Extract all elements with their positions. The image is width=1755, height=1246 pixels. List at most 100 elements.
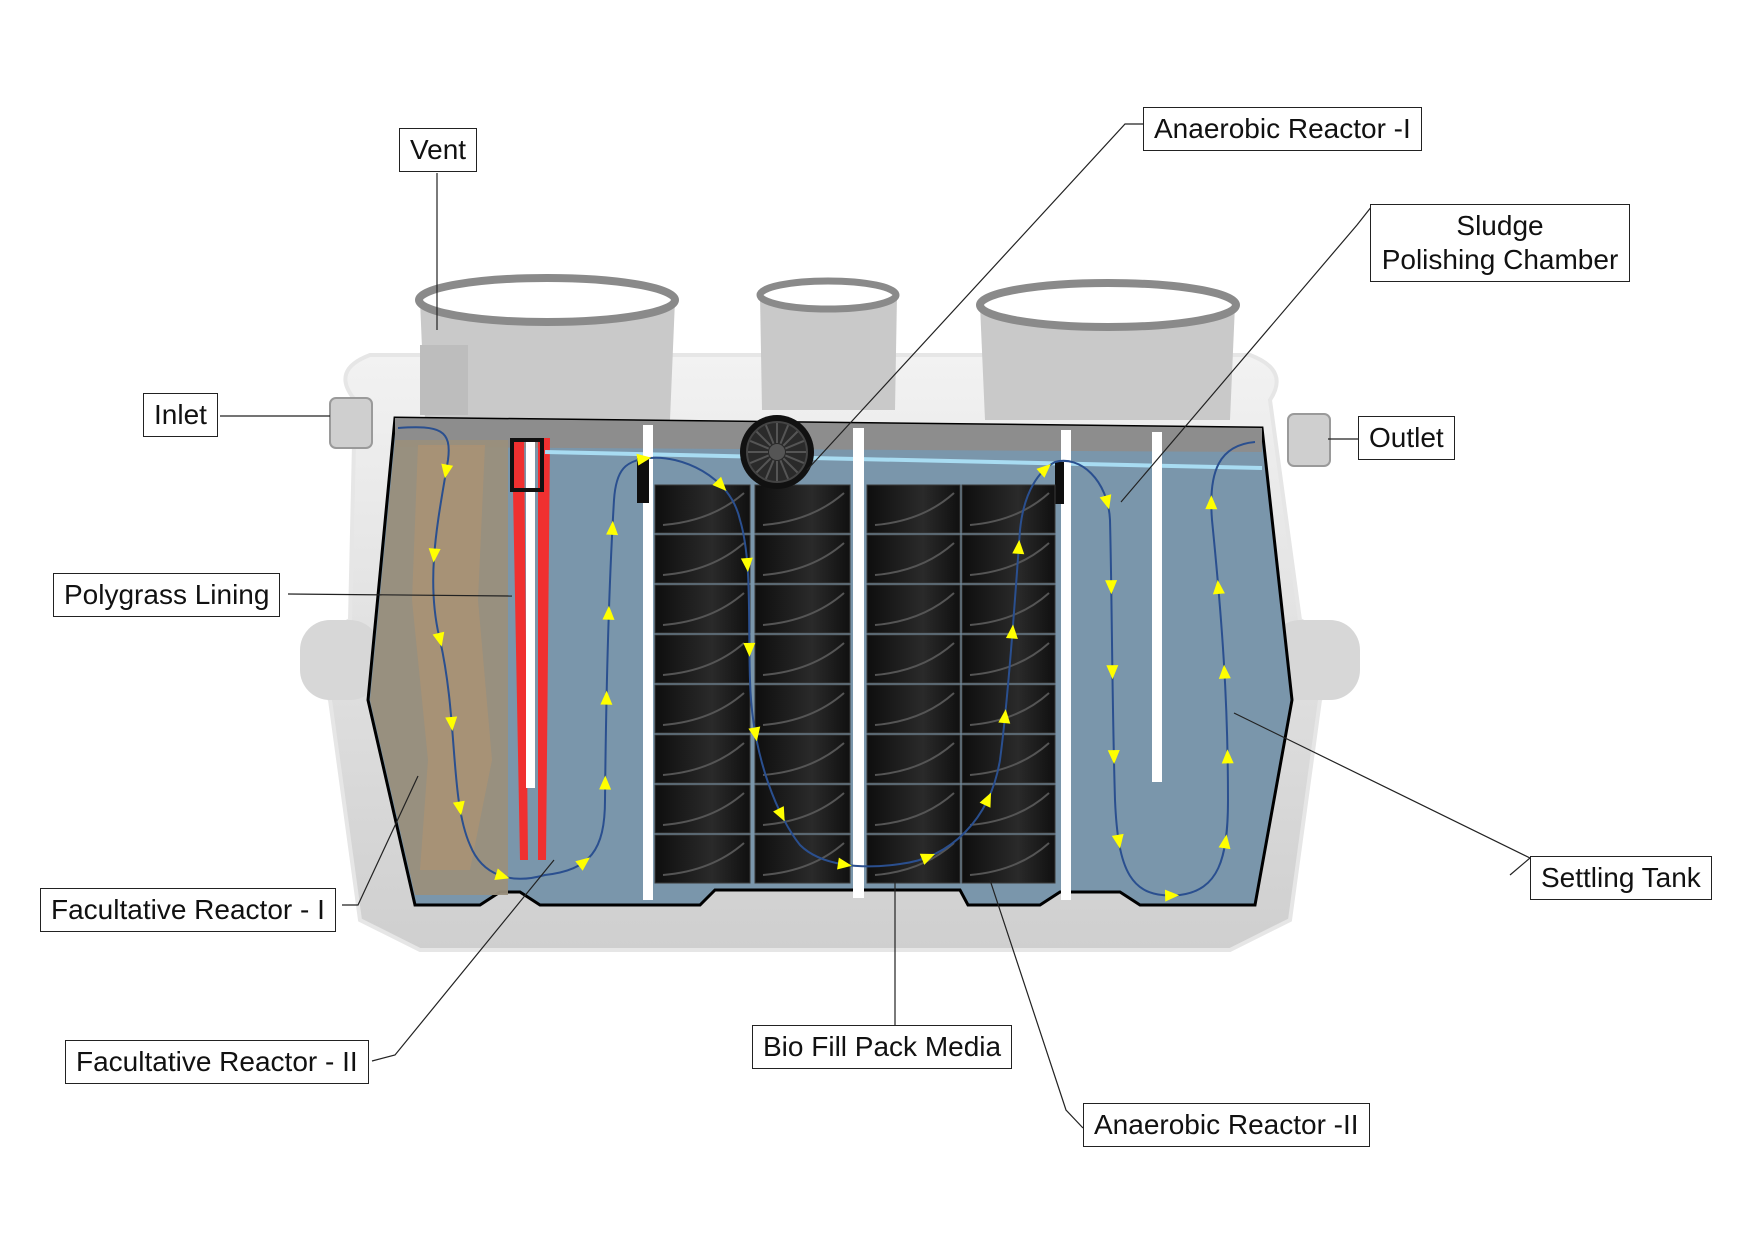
media-pack-cell	[754, 734, 851, 784]
flow-arrow-icon	[1212, 579, 1225, 595]
media-pack-cell	[654, 684, 751, 734]
media-pack-cell	[754, 534, 851, 584]
media-pack-cell	[866, 684, 961, 734]
label-sludge-polishing-chamber: Sludge Polishing Chamber	[1370, 204, 1630, 282]
leader-lines	[220, 123, 1532, 1129]
media-pack-cell	[961, 834, 1056, 884]
media-pack-cell	[961, 684, 1056, 734]
flow-arrow-icon	[575, 857, 591, 871]
flow-arrow-icon	[494, 868, 510, 881]
media-pack-cell	[654, 734, 751, 784]
flow-arrow-icon	[1218, 834, 1231, 850]
outlet-pipe	[1287, 413, 1331, 467]
flow-arrow-icon	[428, 548, 441, 563]
label-sludge-line-1: Sludge	[1456, 210, 1544, 241]
media-pack-cell	[961, 784, 1056, 834]
flow-arrow-icon	[432, 631, 445, 647]
media-pack-cell	[961, 584, 1056, 634]
media-pack-cell	[654, 634, 751, 684]
media-pack-cell	[754, 784, 851, 834]
fan-spoke	[784, 439, 805, 450]
flow-arrow-icon	[441, 463, 454, 479]
flow-arrow-icon	[1164, 889, 1180, 902]
media-pack-cell	[654, 484, 751, 534]
flow-arrow-icon	[1036, 463, 1051, 478]
fan-icon	[740, 415, 814, 489]
inlet-pipe	[329, 397, 373, 449]
flow-arrow-icon	[1221, 749, 1234, 764]
fan-spoke	[782, 430, 799, 447]
flow-arrow-icon	[636, 453, 652, 466]
flow-arrow-icon	[606, 520, 619, 536]
water-surface	[544, 450, 1263, 470]
flow-arrow-icon	[1106, 665, 1119, 680]
label-bio-fill-pack-media: Bio Fill Pack Media	[752, 1025, 1013, 1069]
media-pack-cell	[866, 784, 961, 834]
flow-arrow-icon	[452, 800, 465, 816]
media-pack-cell	[654, 534, 751, 584]
media-pack-cell	[866, 634, 961, 684]
fan-spoke	[764, 424, 775, 445]
fan-spoke	[755, 430, 772, 447]
fan-spoke	[749, 454, 770, 465]
media-pack-cell	[754, 834, 851, 884]
flow-arrows	[428, 453, 1234, 902]
label-vent: Vent	[399, 128, 478, 172]
flow-arrow-icon	[773, 806, 785, 822]
label-facultative-reactor-1: Facultative Reactor - I	[40, 888, 336, 932]
flow-arrow-icon	[1107, 749, 1120, 765]
media-pack-cell	[754, 684, 851, 734]
fan-spoke	[755, 457, 772, 474]
flow-arrow-icon	[1005, 624, 1018, 639]
flow-arrow-icon	[979, 792, 992, 808]
flow-path-line	[397, 426, 1256, 897]
media-pack-cell	[866, 534, 961, 584]
label-inlet: Inlet	[143, 393, 218, 437]
flow-arrow-icon	[600, 690, 613, 705]
flow-arrow-icon	[998, 709, 1011, 724]
media-pack-cell	[866, 734, 961, 784]
label-sludge-line-2: Polishing Chamber	[1381, 244, 1619, 275]
fan-spoke	[784, 454, 805, 465]
flow-arrow-icon	[599, 775, 612, 790]
label-anaerobic-reactor-2: Anaerobic Reactor -II	[1083, 1103, 1370, 1147]
flow-arrow-icon	[1012, 539, 1025, 555]
media-pack-cell	[654, 834, 751, 884]
media-pack-cell	[961, 734, 1056, 784]
label-anaerobic-reactor-1: Anaerobic Reactor -I	[1143, 107, 1422, 151]
flow-arrow-icon	[740, 557, 753, 572]
fan-spoke	[764, 459, 775, 480]
fan-spoke	[782, 457, 799, 474]
flow-arrow-icon	[445, 716, 458, 731]
flow-arrow-icon	[837, 857, 852, 870]
media-pack-cell	[866, 834, 961, 884]
media-pack-cell	[961, 534, 1056, 584]
media-pack-cell	[754, 584, 851, 634]
flow-arrow-icon	[1205, 495, 1218, 510]
flow-arrow-icon	[1218, 664, 1231, 679]
baffles	[637, 425, 1162, 900]
label-polygrass-lining: Polygrass Lining	[53, 573, 281, 617]
flow-arrow-icon	[919, 853, 936, 865]
manhole-risers	[415, 274, 1240, 420]
label-outlet: Outlet	[1358, 416, 1455, 460]
bio-fill-pack-media	[654, 484, 1056, 884]
media-pack-cell	[654, 784, 751, 834]
flow-arrow-icon	[712, 476, 727, 491]
flow-arrow-icon	[748, 726, 761, 742]
media-pack-cell	[754, 634, 851, 684]
polygrass-lining	[510, 438, 550, 860]
flow-arrow-icon	[602, 605, 615, 620]
fan-spoke	[779, 424, 790, 445]
media-pack-cell	[654, 584, 751, 634]
media-pack-cell	[961, 484, 1056, 534]
fan-spoke	[779, 459, 790, 480]
label-facultative-reactor-2: Facultative Reactor - II	[65, 1040, 369, 1084]
flow-arrow-icon	[1105, 580, 1118, 595]
media-pack-cell	[754, 484, 851, 534]
label-settling-tank: Settling Tank	[1530, 856, 1712, 900]
fan-spoke	[749, 439, 770, 450]
media-pack-cell	[866, 484, 961, 534]
